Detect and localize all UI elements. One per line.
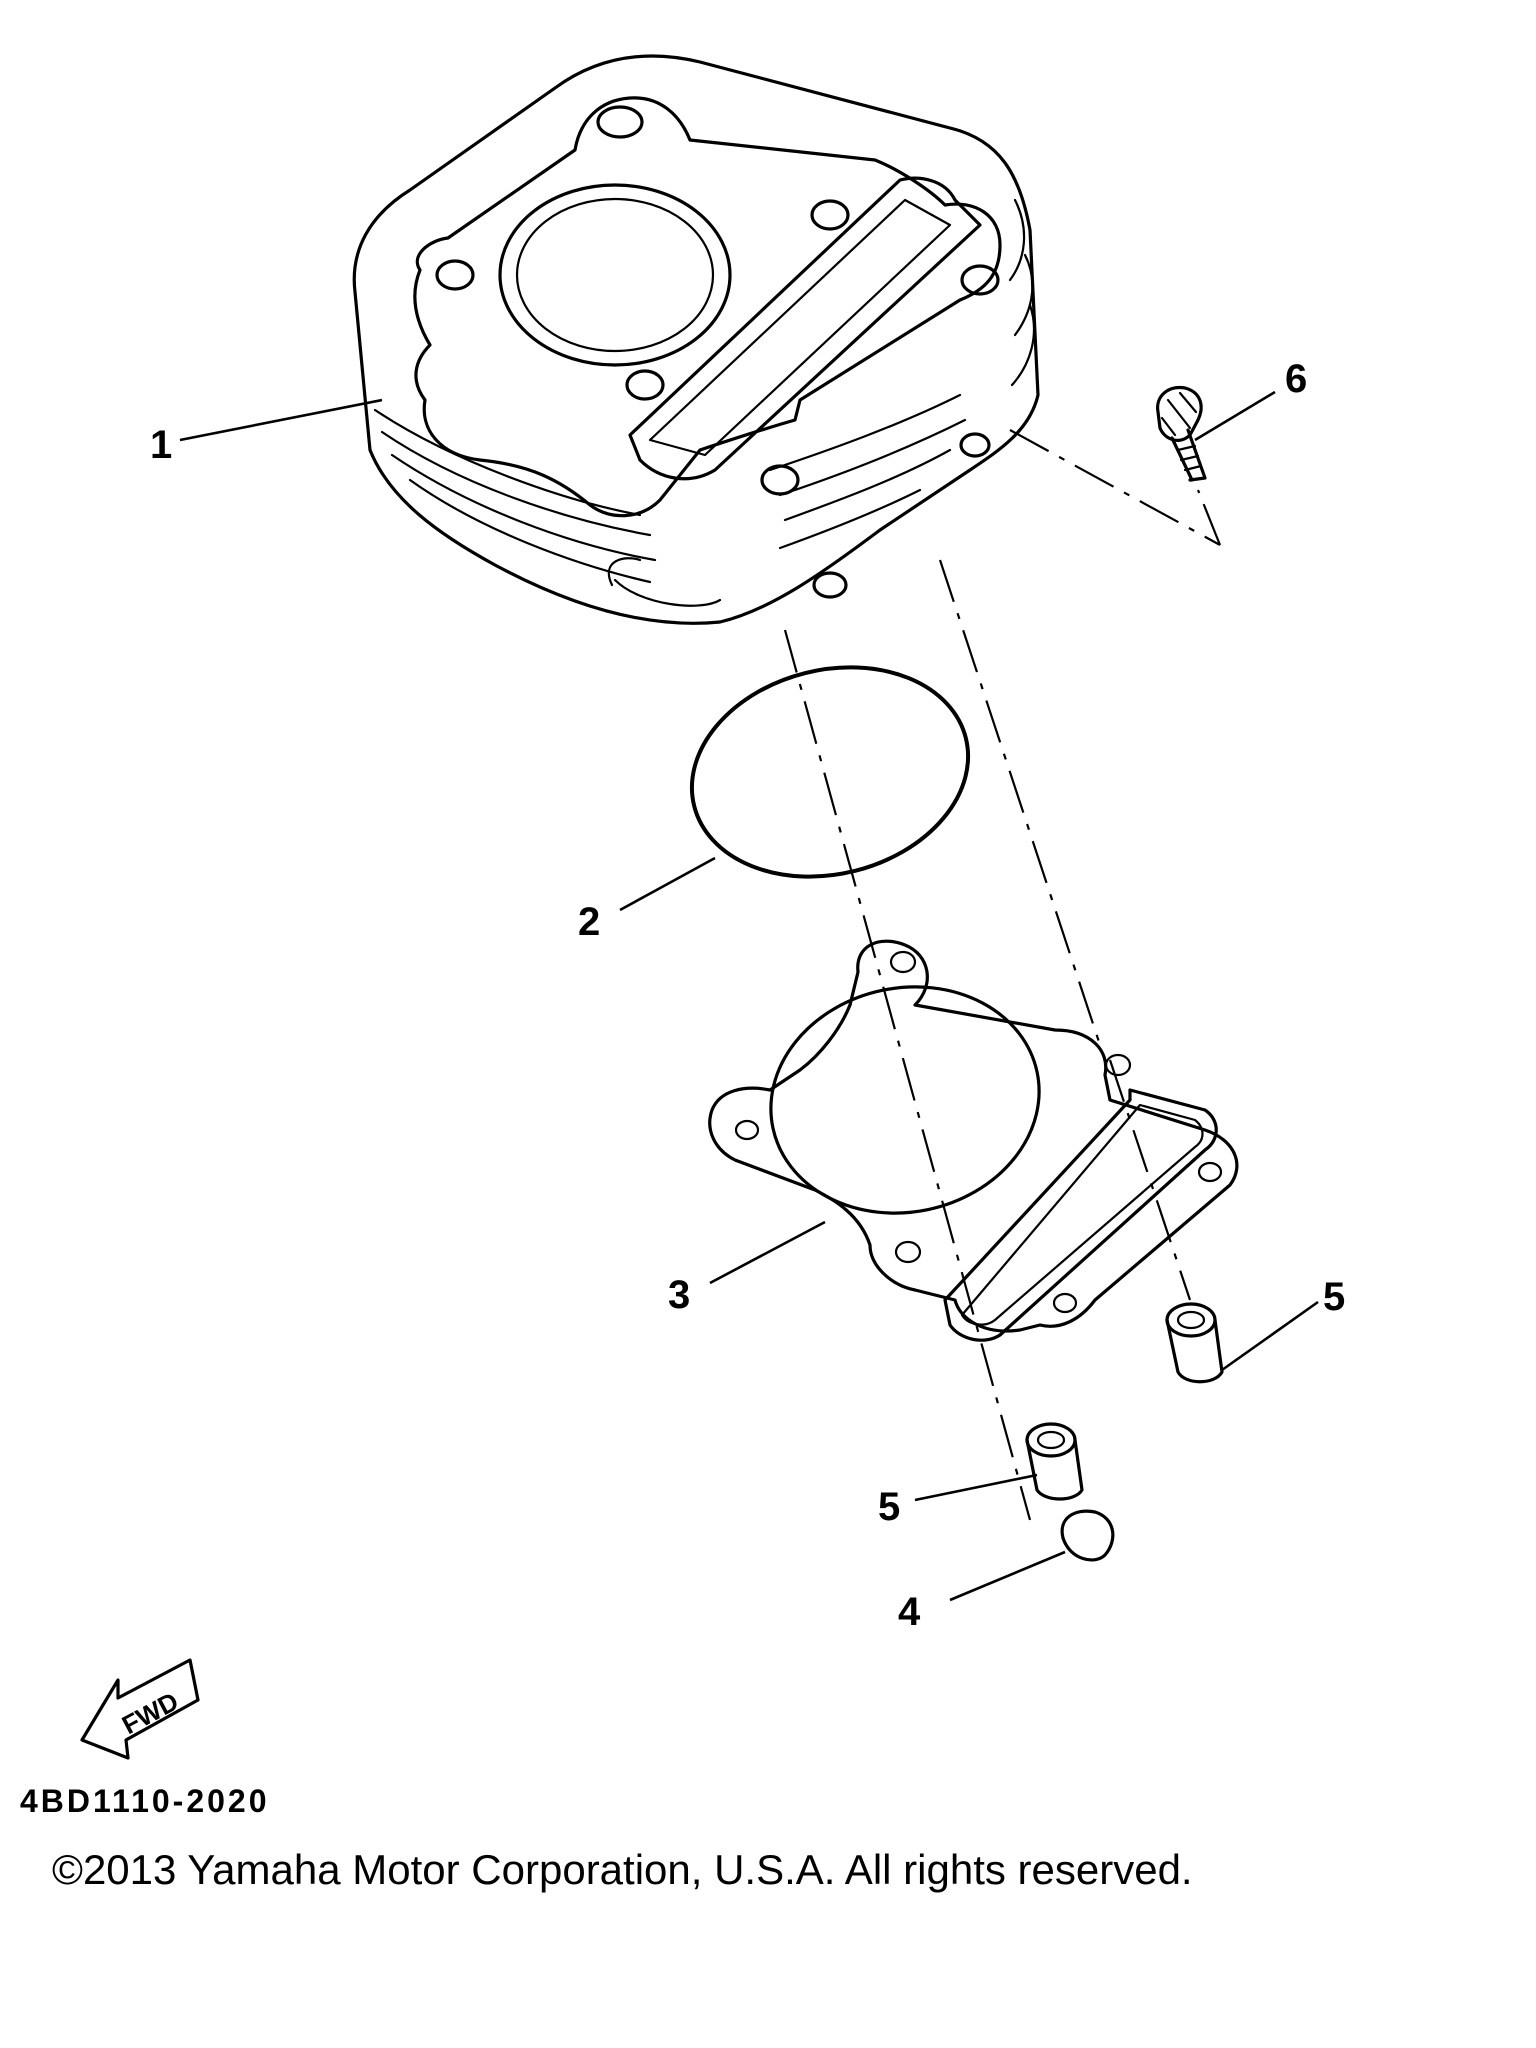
diagram-code: 4BD1110-2020 [20, 1783, 270, 1819]
callout-6: 6 [1285, 357, 1307, 401]
alignment-lines [783, 429, 1222, 1521]
dowel-pin-right-part [1165, 1302, 1224, 1384]
leader-1 [179, 398, 383, 442]
dowel-pin-left-part [1025, 1422, 1084, 1501]
gasket-part [708, 939, 1239, 1342]
leader-5-left [914, 1473, 1038, 1502]
o-ring-part [689, 665, 971, 879]
callout-2: 2 [578, 900, 600, 944]
callout-3: 3 [668, 1273, 690, 1317]
leader-4 [949, 1550, 1066, 1602]
leader-2 [619, 856, 716, 912]
callout-5-left: 5 [878, 1485, 900, 1529]
fwd-arrow-icon: FWD [80, 1658, 200, 1760]
cylinder-part [352, 54, 1040, 625]
copyright-notice: ©2013 Yamaha Motor Corporation, U.S.A. A… [52, 1846, 1193, 1893]
bolt-part [1156, 385, 1207, 482]
callout-4: 4 [898, 1590, 921, 1634]
leader-5-right [1221, 1300, 1319, 1372]
callout-1: 1 [150, 423, 172, 467]
callout-5-right: 5 [1323, 1275, 1345, 1319]
pin-part [1060, 1509, 1115, 1562]
leader-3 [709, 1220, 826, 1285]
leader-6 [1194, 390, 1276, 442]
